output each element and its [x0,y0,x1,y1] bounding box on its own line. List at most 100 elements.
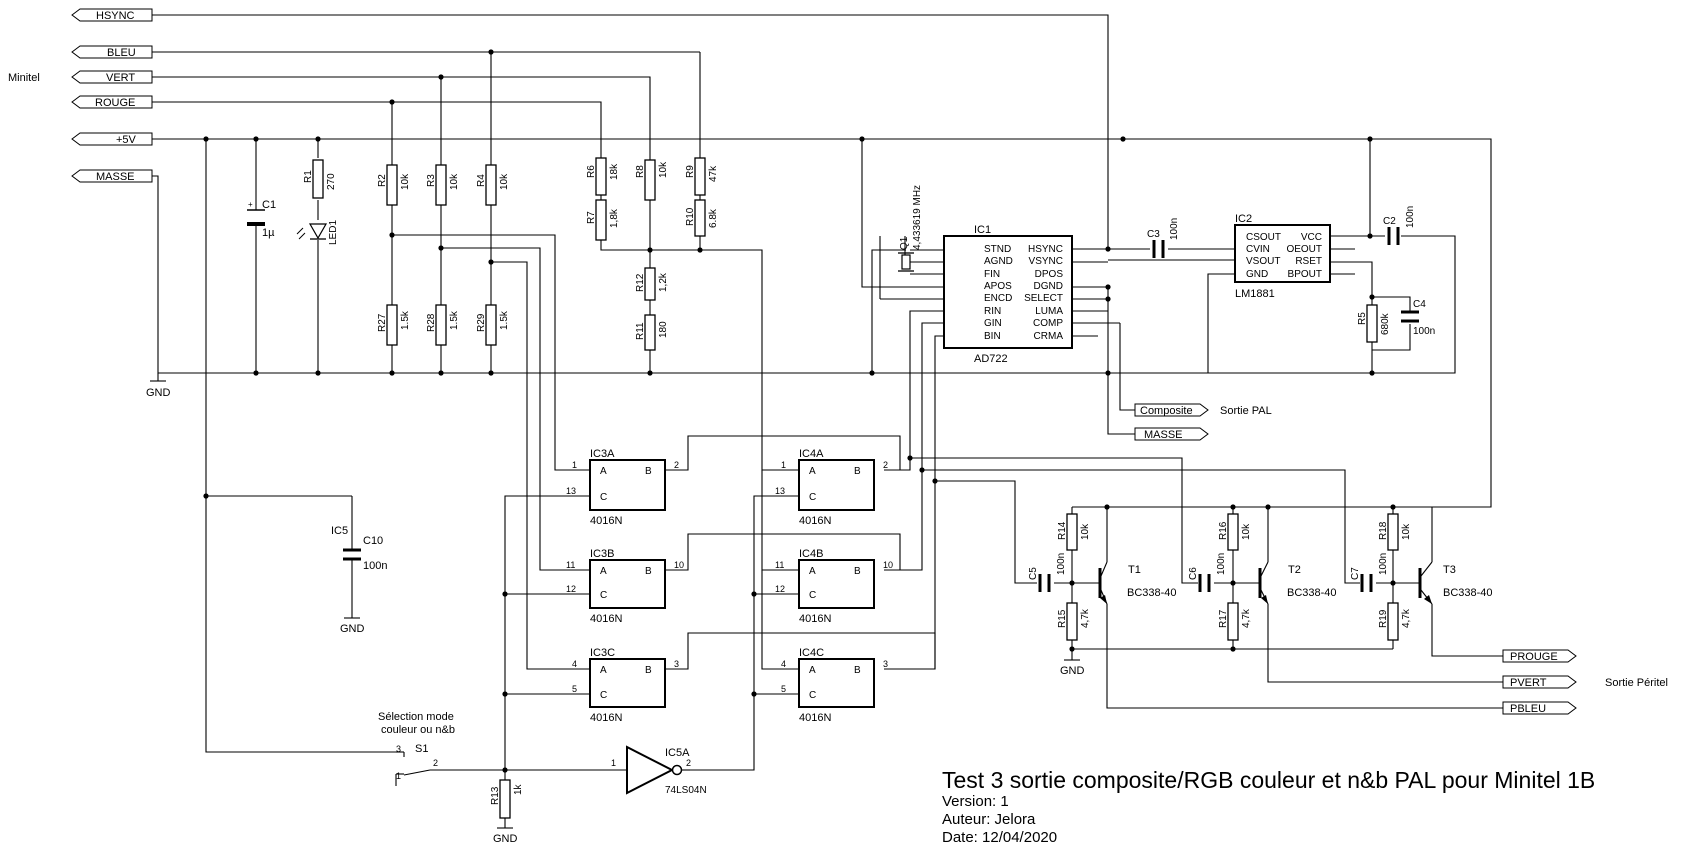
svg-text:HSYNC: HSYNC [96,10,135,22]
transistor-t2: T2 BC338-40 [1258,561,1337,605]
svg-text:C: C [809,492,816,503]
svg-text:74LS04N: 74LS04N [665,785,707,796]
svg-text:BC338-40: BC338-40 [1127,587,1177,599]
svg-text:+5V: +5V [116,134,137,146]
port-composite: Composite Sortie PAL [1134,403,1272,417]
port-masse-out: MASSE [1134,427,1209,441]
svg-text:R6: R6 [586,165,597,178]
svg-text:10k: 10k [1401,523,1412,540]
capacitor-c3: C3 100n [1147,218,1180,258]
ic1-ad722: IC1 AD722 STND AGND FIN APOS ENCD RIN GI… [943,224,1073,365]
svg-text:RIN: RIN [984,306,1001,317]
svg-text:Sortie PAL: Sortie PAL [1220,405,1272,417]
svg-text:IC4B: IC4B [799,548,823,560]
svg-text:100n: 100n [1169,218,1180,240]
svg-text:GIN: GIN [984,318,1002,329]
svg-text:GND: GND [1246,269,1268,280]
svg-text:13: 13 [566,486,576,496]
svg-text:FIN: FIN [984,269,1000,280]
svg-text:R15: R15 [1057,609,1068,628]
capacitor-c5: C5 100n [1028,553,1067,592]
svg-text:100n: 100n [1056,553,1067,575]
svg-text:C: C [600,690,607,701]
svg-text:SELECT: SELECT [1024,293,1063,304]
svg-text:2: 2 [883,460,888,470]
svg-text:IC2: IC2 [1235,213,1252,225]
schematic-title: Test 3 sortie composite/RGB couleur et n… [942,767,1595,793]
ic1-right-pins: HSYNC VSYNC DPOS DGND SELECT LUMA COMP C… [1024,244,1063,342]
svg-text:A: A [600,665,607,676]
inverter-ic5a: IC5A 74LS04N 1 2 [611,745,754,796]
svg-text:10: 10 [674,560,684,570]
svg-text:1k: 1k [513,783,524,795]
svg-text:18k: 18k [609,163,620,180]
resistor-r7: R7 1,8k [586,199,620,241]
resistor-r16: R16 10k [1218,513,1252,551]
svg-text:IC3C: IC3C [590,647,615,659]
svg-text:10k: 10k [400,173,411,190]
svg-text:A: A [600,466,607,477]
svg-text:BC338-40: BC338-40 [1287,587,1337,599]
port-vcc: +5V [71,132,153,146]
resistor-r29: R29 1.5k [476,304,510,346]
svg-text:Sortie Péritel: Sortie Péritel [1605,677,1668,689]
svg-text:IC4A: IC4A [799,448,824,460]
svg-text:47k: 47k [708,165,719,182]
svg-text:4016N: 4016N [799,613,831,625]
svg-text:1µ: 1µ [262,227,275,239]
svg-text:R14: R14 [1057,521,1068,540]
resistor-r3: R3 10k [426,164,460,206]
svg-text:C: C [600,590,607,601]
svg-text:R10: R10 [685,207,696,226]
schematic-date: Date: 12/04/2020 [942,829,1057,846]
svg-text:T3: T3 [1443,564,1456,576]
svg-text:680k: 680k [1380,312,1391,335]
svg-text:B: B [854,566,861,577]
svg-text:B: B [645,566,652,577]
svg-text:4016N: 4016N [799,712,831,724]
svg-text:3: 3 [396,744,401,754]
svg-text:C4: C4 [1413,299,1426,310]
svg-text:R8: R8 [635,165,646,178]
svg-text:HSYNC: HSYNC [1028,244,1063,255]
svg-text:100n: 100n [1405,206,1416,228]
svg-text:100n: 100n [1216,553,1227,575]
svg-text:1,8k: 1,8k [609,208,620,228]
svg-text:IC3B: IC3B [590,548,614,560]
svg-text:1.5k: 1.5k [449,310,460,330]
svg-text:VERT: VERT [106,72,135,84]
svg-text:CRMA: CRMA [1034,331,1064,342]
svg-text:R1: R1 [303,170,314,183]
svg-text:Composite: Composite [1140,405,1193,417]
svg-text:C5: C5 [1028,567,1039,580]
svg-text:10k: 10k [1080,523,1091,540]
resistor-r9: R9 47k [685,157,719,196]
svg-text:couleur ou n&b: couleur ou n&b [381,724,455,736]
svg-text:10k: 10k [449,173,460,190]
svg-text:IC5A: IC5A [665,747,690,759]
port-pbleu: PBLEU [1502,701,1577,715]
svg-text:4: 4 [781,659,786,669]
ic1-left-pins: STND AGND FIN APOS ENCD RIN GIN BIN [984,244,1013,342]
svg-text:R7: R7 [586,211,597,224]
svg-text:4,433619 MHz: 4,433619 MHz [912,185,923,250]
resistor-r27: R27 1.5k [377,304,411,346]
svg-text:MASSE: MASSE [96,171,135,183]
svg-text:R2: R2 [377,174,388,187]
svg-text:MASSE: MASSE [1144,429,1183,441]
svg-text:2: 2 [686,758,691,768]
svg-text:A: A [600,566,607,577]
svg-text:B: B [645,665,652,676]
capacitor-c10: C10 100n [343,535,387,572]
resistor-r11: R11 180 [635,314,669,351]
resistor-r17: R17 4,7k [1218,602,1252,641]
port-bleu: BLEU [71,45,153,59]
gnd-label-t1: GND [1060,665,1085,677]
resistor-r19: R19 4,7k [1378,602,1412,641]
svg-text:C7: C7 [1350,567,1361,580]
svg-text:APOS: APOS [984,281,1012,292]
minitel-label: Minitel [8,72,40,84]
switch-ic3b: IC3B 4016N A B C 11 10 12 [566,548,684,625]
svg-text:LUMA: LUMA [1035,306,1063,317]
svg-text:AGND: AGND [984,256,1013,267]
